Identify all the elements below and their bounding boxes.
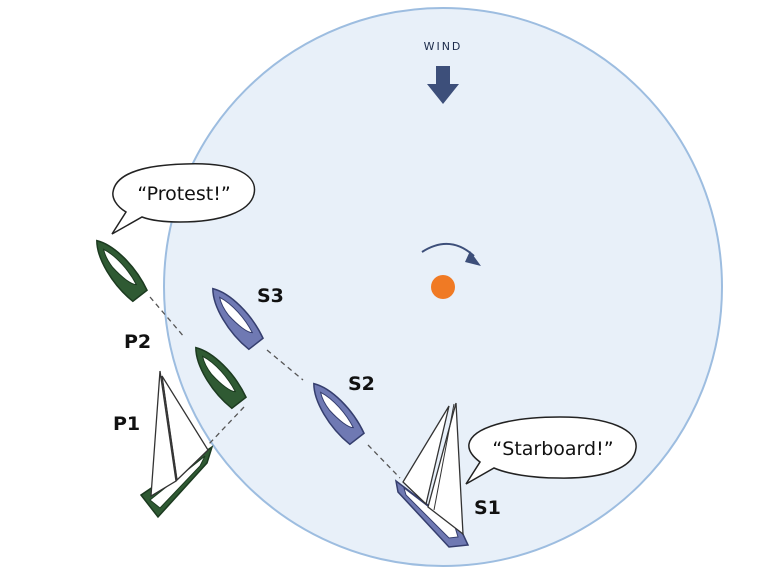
wind-label: WIND (424, 40, 463, 53)
speech-bubble-protest: “Protest!” (111, 163, 256, 235)
boat-p1-label: P1 (113, 413, 140, 435)
overlap-line-starboard-lower (367, 444, 401, 479)
boat-p1 (139, 370, 214, 519)
boat-s3-hull (212, 287, 264, 351)
speech-bubble-starboard: “Starboard!” (465, 416, 637, 485)
boat-s1-jib (402, 405, 450, 506)
boat-p2-label: P2 (124, 331, 151, 353)
rounding-arrowhead-icon (465, 251, 481, 266)
speech-bubble-starboard-text: “Starboard!” (492, 438, 613, 460)
boat-p1-mainsail (150, 370, 177, 498)
boat-p2-hull (96, 239, 148, 303)
boat-s1-label: S1 (474, 497, 501, 519)
boat-port-middle-hull (195, 346, 247, 410)
speech-bubble-protest-text: “Protest!” (137, 183, 230, 205)
overlap-line-starboard-upper (266, 349, 304, 381)
boat-s1-mainsail (427, 402, 464, 536)
mark-buoy (431, 275, 455, 299)
wind-arrow-icon (427, 66, 459, 104)
boat-s2-label: S2 (348, 373, 375, 395)
boat-s2-hull (313, 382, 365, 446)
boat-s3-label: S3 (257, 285, 284, 307)
boat-s1 (394, 402, 470, 548)
